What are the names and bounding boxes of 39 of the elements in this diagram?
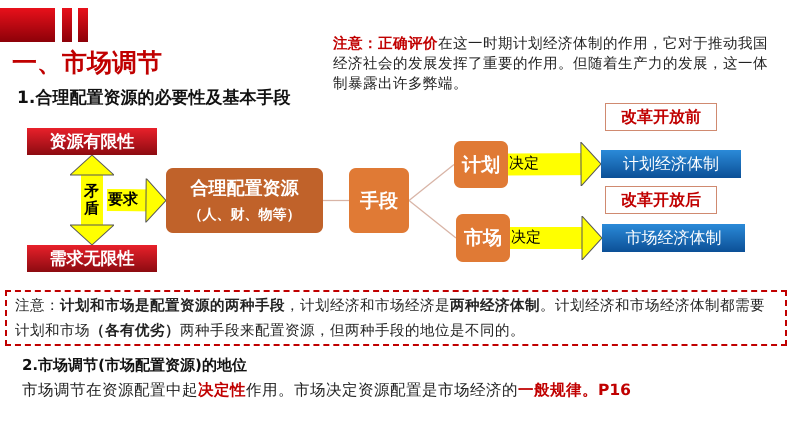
node-label: （人、财、物等） bbox=[188, 206, 300, 225]
process-box bbox=[454, 141, 508, 188]
node-label: 资源有限性 bbox=[50, 131, 134, 153]
node-label: 手段 bbox=[360, 188, 398, 214]
title-bar bbox=[27, 245, 157, 272]
result-box bbox=[602, 224, 745, 252]
node-label: 计划经济体制 bbox=[623, 154, 719, 174]
edge-label: 要求 bbox=[108, 191, 138, 208]
connector-line bbox=[408, 200, 456, 238]
note-box bbox=[5, 290, 787, 346]
result-box bbox=[601, 150, 741, 178]
connector-line bbox=[323, 200, 349, 202]
node-label: 需求无限性 bbox=[50, 248, 134, 270]
body-text: 市场调节在资源配置中起决定性作用。市场决定资源配置是市场经济的一般规律。P16 bbox=[22, 380, 631, 401]
block-arrow bbox=[106, 178, 166, 223]
connector-line bbox=[408, 164, 454, 201]
process-box bbox=[349, 168, 409, 233]
block-arrow bbox=[508, 142, 602, 187]
node-label: 市场 bbox=[464, 226, 502, 251]
edge-label: 决定 bbox=[509, 155, 539, 172]
tag-box bbox=[605, 186, 717, 214]
block-arrow bbox=[70, 154, 114, 246]
section-heading: 2.市场调节(市场配置资源)的地位 bbox=[22, 356, 247, 375]
slide-title: 一、市场调节 bbox=[12, 47, 162, 79]
edge-label: 矛盾 bbox=[84, 183, 99, 216]
tag-box bbox=[605, 103, 717, 131]
section-heading: 1.合理配置资源的必要性及基本手段 bbox=[17, 87, 290, 109]
note-text: 注意：正确评价在这一时期计划经济体制的作用，它对于推动我国经济社会的发展发挥了重要的作用。但随着生产力的发展，这一体制暴露出许多弊端。 bbox=[333, 34, 769, 94]
edge-label: 决定 bbox=[511, 229, 541, 246]
note-text: 注意：计划和市场是配置资源的两种手段，计划经济和市场经济是两种经济体制。计划经济和市场经济体制都需要计划和市场（各有优劣）两种手段来配置资源，但两种手段的地位是不同的。 bbox=[15, 296, 766, 341]
process-box bbox=[456, 214, 510, 262]
node-label: 改革开放后 bbox=[621, 190, 701, 210]
node-label: 改革开放前 bbox=[621, 106, 701, 128]
node-label: 合理配置资源 bbox=[190, 176, 298, 201]
title-bar bbox=[27, 128, 157, 155]
block-arrow bbox=[510, 216, 602, 260]
process-box bbox=[166, 168, 323, 233]
node-label: 市场经济体制 bbox=[626, 228, 722, 248]
node-label: 计划 bbox=[462, 152, 500, 178]
